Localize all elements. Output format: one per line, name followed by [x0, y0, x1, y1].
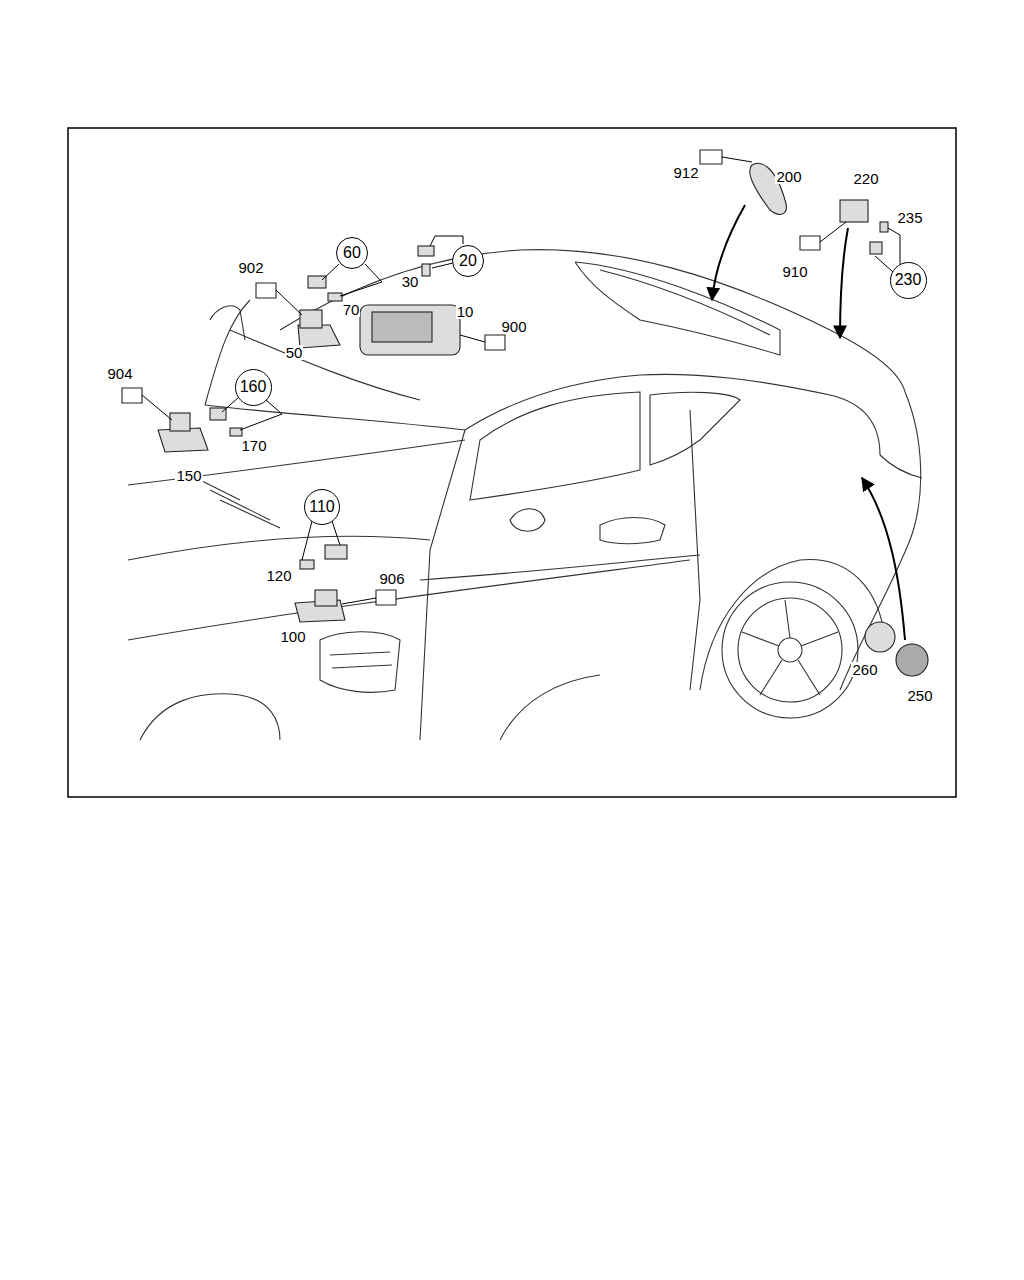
callout-number: 235 [896, 210, 923, 225]
callout-circle: 110 [304, 489, 340, 525]
callout-number: 10 [456, 304, 475, 319]
callout-number: 110 [309, 499, 335, 515]
callout-number: 120 [265, 568, 292, 583]
callout-number: 50 [285, 345, 304, 360]
callout-number: 910 [781, 264, 808, 279]
callout-number: 250 [906, 688, 933, 703]
callout-circle: 60 [336, 237, 368, 269]
callout-number: 170 [240, 438, 267, 453]
callout-number: 260 [851, 662, 878, 677]
callout-number: 100 [279, 629, 306, 644]
callout-number: 160 [240, 379, 267, 395]
callout-circle: 20 [452, 245, 484, 277]
callout-number: 20 [459, 253, 477, 269]
callout-circle: 160 [235, 369, 272, 406]
callout-number: 30 [401, 274, 420, 289]
callout-number: 906 [378, 571, 405, 586]
callout-number: 220 [852, 171, 879, 186]
callout-number: 200 [775, 169, 802, 184]
callout-number: 902 [237, 260, 264, 275]
callout-number: 900 [500, 319, 527, 334]
callout-circle: 230 [890, 262, 927, 299]
callout-number: 230 [895, 272, 922, 288]
callout-number: 150 [175, 468, 202, 483]
callout-number: 60 [343, 245, 361, 261]
callout-number: 912 [672, 165, 699, 180]
callout-number: 904 [106, 366, 133, 381]
callout-number: 70 [342, 302, 361, 317]
